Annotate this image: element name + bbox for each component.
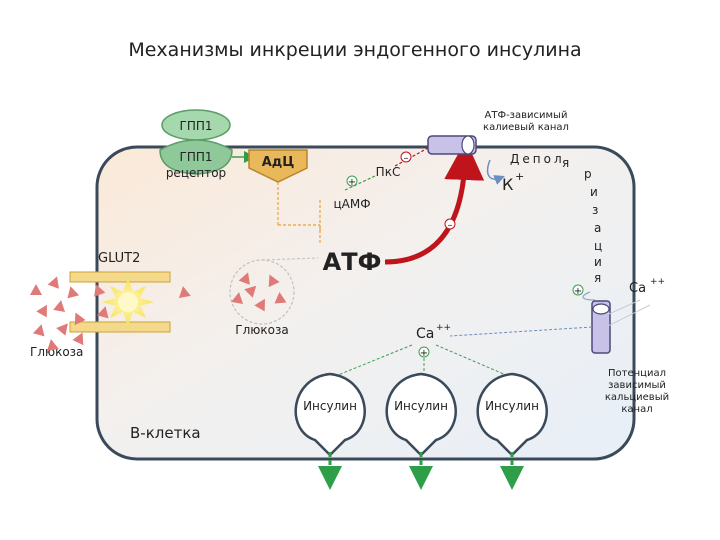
ca-plus-text: + xyxy=(420,348,428,359)
adc-label: АдЦ xyxy=(262,155,295,170)
katp-label-1: АТФ-зависимый xyxy=(485,110,568,121)
ca-influx-line-2 xyxy=(599,304,651,331)
k-efflux-arrow xyxy=(486,159,505,185)
depol-letter: ц xyxy=(594,239,602,253)
insulin-label-3: Инсулин xyxy=(485,399,539,413)
insulin-granule-1: Инсулин xyxy=(294,372,366,490)
gpp1-label: ГПП1 xyxy=(180,119,213,133)
insulin-granule-3: Инсулин xyxy=(476,372,548,490)
ca-inside-label: Ca xyxy=(416,326,434,342)
glucose-molecule xyxy=(46,339,59,351)
page-title: Механизмы инкреции эндогенного инсулина xyxy=(128,39,581,61)
adenylate-cyclase xyxy=(248,149,308,183)
pkc-to-katp-dashed xyxy=(394,147,429,167)
glucose-inside-label: Глюкоза xyxy=(235,323,288,337)
glut2-bottom-bar xyxy=(69,321,171,333)
vcc-label-1: Потенциал xyxy=(608,368,666,379)
depol-letter: р xyxy=(584,167,592,181)
camp-to-pkc-dashed xyxy=(344,175,376,191)
glucose-molecule xyxy=(32,324,45,337)
depol-letter: я xyxy=(562,156,569,170)
cell-label: В-клетка xyxy=(130,424,201,442)
glucose-molecule xyxy=(53,300,66,312)
insulin-granule-2: Инсулин xyxy=(385,372,457,490)
insulin-label-2: Инсулин xyxy=(394,399,448,413)
ca-outside-label: Ca xyxy=(629,281,646,296)
glut2-sun xyxy=(102,278,154,326)
voltage-channel-pore xyxy=(592,303,610,315)
depol-letter: и xyxy=(594,255,602,269)
vcc-to-ca-dashed xyxy=(449,326,593,337)
ca-to-insulin-1 xyxy=(337,344,413,376)
pkc-minus-text: – xyxy=(404,153,409,164)
atp-to-katp-arrow xyxy=(384,140,485,265)
glucose-molecule xyxy=(94,284,106,297)
ca-depol-link xyxy=(582,291,596,301)
glut2-top-bar xyxy=(69,271,171,283)
vcc-label-4: канал xyxy=(621,404,652,415)
vcc-label-2: зависимый xyxy=(608,380,666,391)
gpp1-receptor xyxy=(159,139,233,175)
katp-label-2: калиевый канал xyxy=(483,122,569,133)
glucose-molecule xyxy=(72,332,84,346)
atp-minus-text: – xyxy=(448,220,453,231)
glucose-to-atp-dashed xyxy=(261,257,319,261)
insulin-label-1: Инсулин xyxy=(303,399,357,413)
glut2-label: GLUT2 xyxy=(98,251,140,266)
k-ion: К xyxy=(502,175,514,194)
pkc-label: ПкС xyxy=(376,165,401,179)
glucose-molecules xyxy=(30,272,287,351)
depol-letter: з xyxy=(592,203,598,217)
pkc-minus-sign xyxy=(400,151,412,163)
glucose-outside-label: Глюкоза xyxy=(30,345,83,359)
vcc-label-3: кальциевый xyxy=(605,392,669,403)
glucose-molecule xyxy=(36,304,48,318)
gpp1-receptor-label-1: ГПП1 xyxy=(180,150,213,164)
glucose-molecule xyxy=(231,292,244,304)
vcc-plus-text: + xyxy=(574,286,582,297)
ca-influx-line-1 xyxy=(599,299,641,319)
glucose-molecule xyxy=(47,276,59,289)
ca-inside-sup: ++ xyxy=(436,323,451,333)
glucose-molecule xyxy=(274,292,287,304)
glucose-molecule xyxy=(96,306,109,319)
glucose-molecule xyxy=(238,272,250,285)
camp-label: цАМФ xyxy=(333,197,370,211)
ca-outside-sup: ++ xyxy=(650,277,665,287)
glucose-molecule xyxy=(67,286,80,299)
glucose-molecule xyxy=(56,323,68,336)
vcc-plus-sign xyxy=(572,284,584,296)
atp-minus-sign xyxy=(444,218,456,230)
katp-channel-pore xyxy=(461,135,475,155)
glucose-molecule xyxy=(74,312,86,326)
glucose-molecule xyxy=(254,298,265,312)
pkc-plus-text: + xyxy=(348,177,356,188)
depol-horizontal: Депол xyxy=(510,152,565,166)
gpp1-receptor-label-2: рецептор xyxy=(166,166,226,180)
atp-label: АТФ xyxy=(323,248,382,276)
glucose-molecule xyxy=(178,286,191,298)
pkc-plus-sign xyxy=(346,175,358,187)
k-ion-sup: + xyxy=(515,170,524,183)
depol-letter: а xyxy=(594,221,601,235)
depol-letter: я xyxy=(594,271,601,285)
glucose-molecule xyxy=(244,285,257,298)
glucose-molecule xyxy=(30,284,42,295)
ca-plus-sign xyxy=(418,346,430,358)
depol-letter: и xyxy=(590,185,598,199)
glucose-molecule xyxy=(268,274,280,288)
ca-to-insulin-3 xyxy=(435,344,507,376)
